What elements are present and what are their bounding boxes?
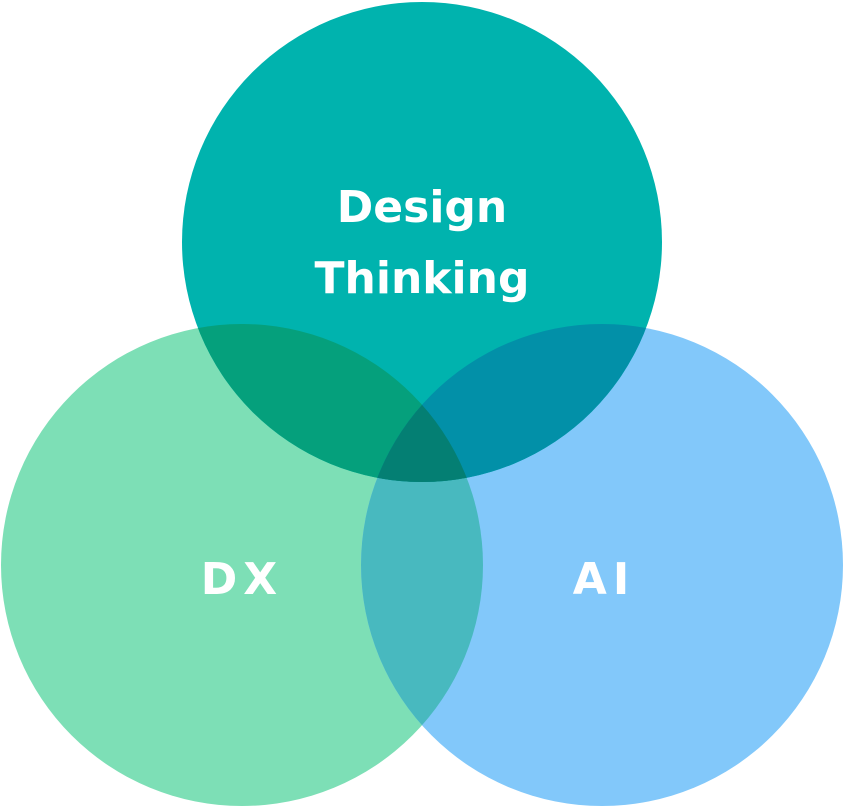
overlap-design-ai xyxy=(361,324,662,482)
label-design: Design xyxy=(337,182,507,233)
label-dx: DX xyxy=(201,554,283,605)
overlap-design-dx xyxy=(182,324,483,482)
label-thinking: Thinking xyxy=(315,253,530,304)
label-ai: AI xyxy=(573,554,635,605)
